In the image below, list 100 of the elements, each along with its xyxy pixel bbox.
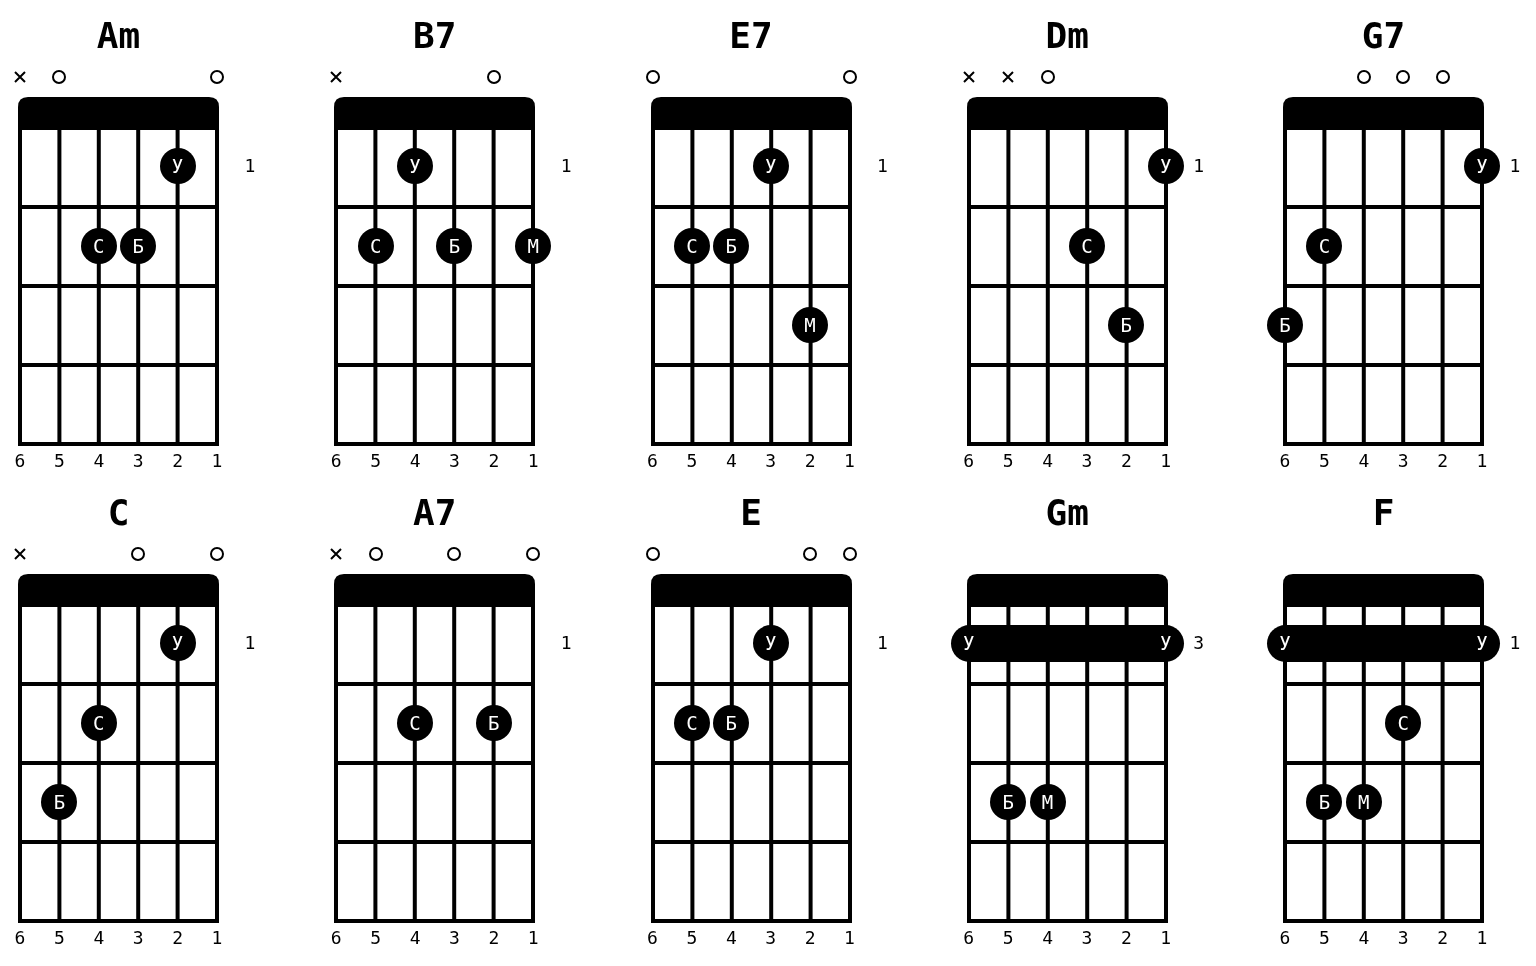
fret-number: 1 (560, 156, 572, 176)
string-number: 2 (488, 451, 500, 471)
finger-marker: У (159, 148, 196, 184)
fret-number: 1 (244, 633, 256, 653)
string-number: 1 (1476, 451, 1488, 471)
string-number: 3 (132, 928, 144, 948)
chord-name: A7 (413, 493, 457, 533)
finger-marker: С (673, 228, 710, 264)
finger-label: У (963, 630, 975, 656)
chord-name: B7 (413, 16, 457, 56)
finger-marker: У (752, 148, 789, 184)
string-number: 4 (93, 928, 105, 948)
string-number: 3 (1397, 451, 1409, 471)
string-number: 5 (686, 451, 698, 471)
string-number: 4 (409, 928, 421, 948)
string-number: 1 (527, 451, 539, 471)
string-number: 1 (211, 451, 223, 471)
chord-name: E7 (729, 16, 773, 56)
string-number: 3 (449, 928, 460, 948)
string-number: 2 (1437, 928, 1448, 948)
finger-marker: Б (990, 784, 1027, 820)
finger-marker: Б (1306, 784, 1343, 820)
string-number: 5 (1318, 928, 1330, 948)
string-number: 4 (1042, 451, 1053, 471)
chord-name: F (1372, 493, 1395, 533)
string-number: 5 (1318, 451, 1330, 471)
finger-marker: Б (475, 705, 512, 741)
string-number: 4 (1358, 928, 1370, 948)
finger-marker: М (1345, 784, 1382, 820)
string-number: 3 (132, 451, 144, 471)
string-number: 3 (1081, 928, 1093, 948)
string-number: 4 (93, 451, 105, 471)
string-number: 2 (1120, 451, 1132, 471)
finger-marker: М (792, 307, 829, 343)
finger-marker: У (159, 625, 196, 661)
string-number: 2 (488, 928, 500, 948)
finger-label: У (1476, 630, 1488, 656)
finger-marker: С (1306, 228, 1343, 264)
finger-marker: Б (713, 705, 750, 741)
string-number: 4 (409, 451, 421, 471)
fret-number: 1 (1509, 633, 1521, 653)
string-number: 6 (330, 451, 342, 471)
string-number: 5 (53, 928, 65, 948)
finger-label: У (1160, 630, 1172, 656)
string-number: 4 (1042, 928, 1053, 948)
string-number: 5 (53, 451, 65, 471)
string-number: 2 (172, 451, 183, 471)
string-number: 4 (725, 451, 737, 471)
fret-number: 1 (560, 633, 572, 653)
finger-marker: Б (436, 228, 473, 264)
string-number: 6 (1279, 928, 1291, 948)
finger-marker: С (397, 705, 434, 741)
string-number: 2 (1437, 451, 1448, 471)
chord-name: G7 (1361, 16, 1406, 56)
string-number: 3 (1397, 928, 1409, 948)
finger-marker: С (1068, 228, 1105, 264)
finger-marker: С (673, 705, 710, 741)
string-number: 1 (1160, 451, 1172, 471)
string-number: 5 (1002, 451, 1014, 471)
string-number: 1 (211, 928, 223, 948)
finger-marker: У (1147, 148, 1184, 184)
finger-marker: С (357, 228, 394, 264)
string-number: 4 (725, 928, 737, 948)
string-number: 2 (804, 451, 816, 471)
fret-number: 1 (1509, 156, 1521, 176)
finger-marker: У (397, 148, 434, 184)
chord-name: Gm (1045, 493, 1089, 533)
finger-marker: Б (41, 784, 78, 820)
string-number: 3 (449, 451, 460, 471)
string-number: 1 (527, 928, 539, 948)
string-number: 6 (330, 928, 342, 948)
fret-number: 1 (1193, 156, 1205, 176)
finger-marker: У (752, 625, 789, 661)
string-number: 6 (14, 928, 26, 948)
string-number: 6 (14, 451, 26, 471)
barre-bar (950, 624, 1184, 662)
fret-number: 1 (877, 156, 888, 176)
fret-number: 1 (244, 156, 256, 176)
string-number: 2 (172, 928, 183, 948)
string-number: 1 (844, 928, 855, 948)
string-number: 3 (1081, 451, 1093, 471)
finger-marker: С (80, 705, 117, 741)
fret-number: 3 (1193, 633, 1205, 653)
chord-name: E (740, 493, 762, 533)
finger-marker: М (1029, 784, 1066, 820)
string-number: 6 (647, 928, 658, 948)
string-number: 6 (963, 451, 975, 471)
barre-bar (1267, 624, 1500, 662)
string-number: 1 (1160, 928, 1172, 948)
string-number: 4 (1358, 451, 1370, 471)
finger-marker: Б (120, 228, 157, 264)
string-number: 3 (765, 928, 777, 948)
finger-label: У (1279, 630, 1291, 656)
finger-marker: С (80, 228, 117, 264)
string-number: 6 (647, 451, 658, 471)
string-number: 5 (370, 928, 382, 948)
finger-marker: С (1385, 705, 1422, 741)
finger-marker: Б (1108, 307, 1145, 343)
string-number: 3 (765, 451, 777, 471)
chord-name: Am (96, 16, 141, 56)
